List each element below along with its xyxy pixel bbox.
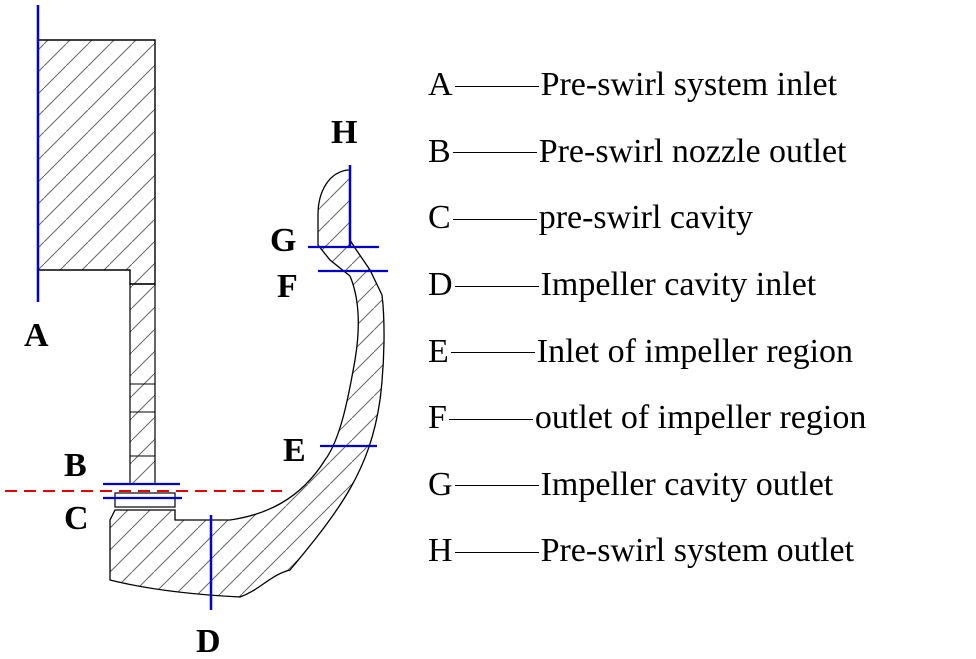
legend-dash <box>454 551 539 553</box>
legend-text: Impeller cavity outlet <box>540 465 834 503</box>
legend-dash <box>448 418 533 420</box>
legend-text: Pre-swirl system outlet <box>540 532 855 570</box>
marker-a: A <box>24 317 49 354</box>
legend-item-a: A Pre-swirl system inlet <box>428 52 866 119</box>
legend-dash <box>452 218 537 220</box>
legend-text: pre-swirl cavity <box>538 199 753 237</box>
stator-block <box>37 39 156 285</box>
legend-text: Pre-swirl nozzle outlet <box>538 132 847 170</box>
legend-key: F <box>428 399 447 437</box>
impeller-profile <box>109 169 385 598</box>
marker-d: D <box>196 623 221 659</box>
legend-item-e: E Inlet of impeller region <box>428 318 866 385</box>
legend-dash <box>454 85 539 87</box>
legend-item-b: B Pre-swirl nozzle outlet <box>428 119 866 186</box>
marker-g: G <box>270 222 296 259</box>
legend-dash <box>454 285 539 287</box>
legend: A Pre-swirl system inlet B Pre-swirl nozzl… <box>428 52 866 585</box>
legend-key: E <box>428 332 449 370</box>
legend-text: outlet of impeller region <box>534 399 867 437</box>
marker-c: C <box>64 500 89 537</box>
legend-key: B <box>428 132 451 170</box>
legend-key: H <box>428 532 453 570</box>
legend-key: D <box>428 266 453 304</box>
legend-key: G <box>428 465 453 503</box>
legend-dash <box>454 485 539 487</box>
legend-item-g: G Impeller cavity outlet <box>428 452 866 519</box>
legend-item-h: H Pre-swirl system outlet <box>428 518 866 585</box>
legend-text: Impeller cavity inlet <box>540 266 817 304</box>
legend-key: C <box>428 199 451 237</box>
marker-f: F <box>277 268 298 305</box>
legend-dash <box>450 352 535 354</box>
marker-b: B <box>64 447 87 484</box>
legend-key: A <box>428 66 453 104</box>
legend-text: Pre-swirl system inlet <box>540 66 838 104</box>
legend-item-d: D Impeller cavity inlet <box>428 252 866 319</box>
legend-text: Inlet of impeller region <box>536 332 854 370</box>
marker-h: H <box>331 114 357 151</box>
pre-swirl-cavity <box>114 492 176 508</box>
marker-e: E <box>283 432 306 469</box>
legend-dash <box>452 152 537 154</box>
